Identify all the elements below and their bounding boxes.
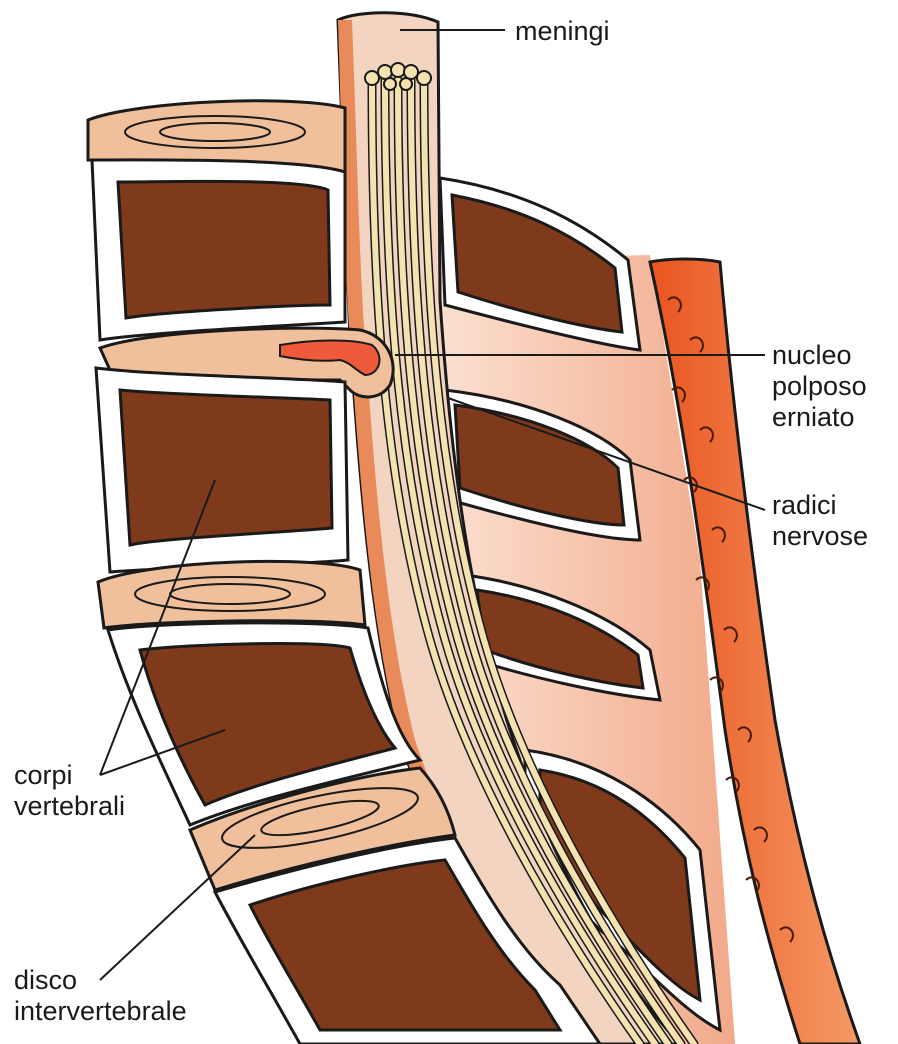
- label-nucleo-line1: nucleo: [772, 340, 867, 371]
- label-nucleo-polposo: nucleo polposo erniato: [772, 340, 867, 433]
- label-corpi-vertebrali: corpi vertebrali: [14, 760, 125, 822]
- label-radici-line1: radici: [772, 490, 868, 521]
- label-disco-intervertebrale: disco intervertebrale: [14, 965, 187, 1027]
- label-disco-line2: intervertebrale: [14, 996, 187, 1027]
- label-corpi-line1: corpi: [14, 760, 125, 791]
- label-nucleo-line2: polposo: [772, 371, 867, 402]
- label-radici-line2: nervose: [772, 521, 868, 552]
- label-corpi-line2: vertebrali: [14, 791, 125, 822]
- label-disco-line1: disco: [14, 965, 187, 996]
- label-nucleo-line3: erniato: [772, 402, 867, 433]
- label-meningi-text: meningi: [515, 16, 610, 47]
- label-meningi: meningi: [515, 16, 610, 47]
- label-radici-nervose: radici nervose: [772, 490, 868, 552]
